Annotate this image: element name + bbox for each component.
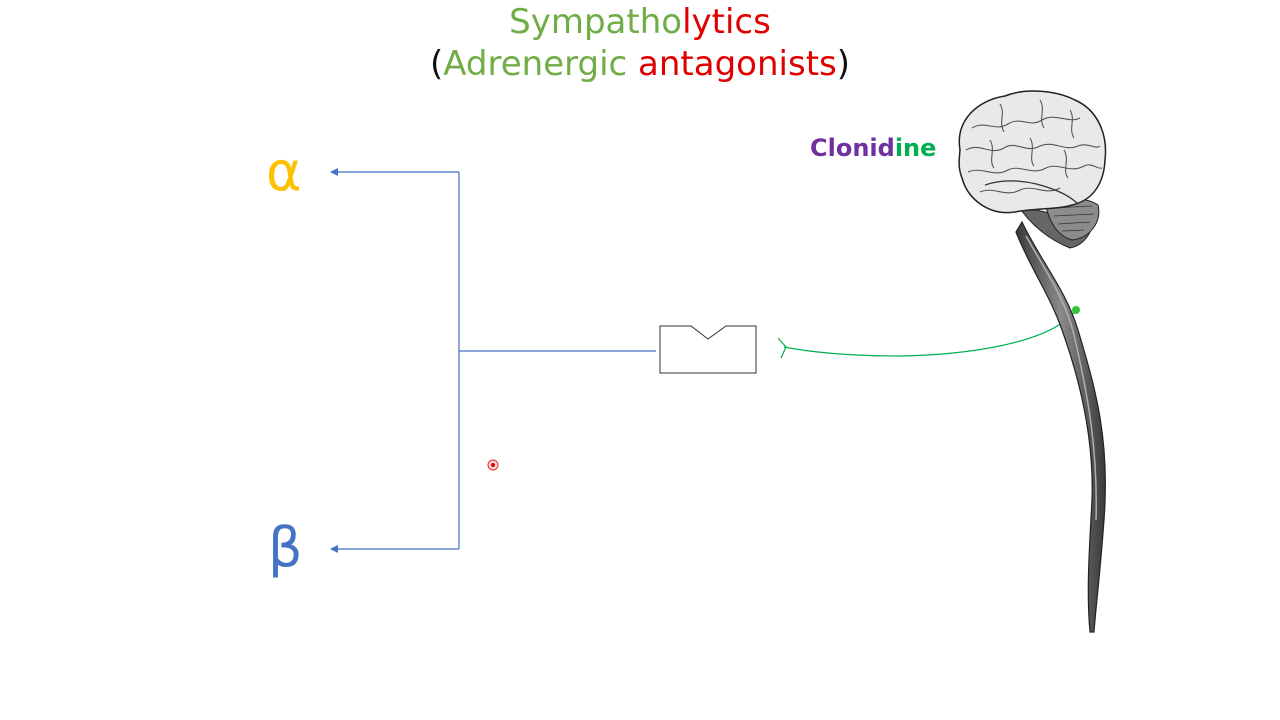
alpha-receptor-label: α (266, 140, 302, 203)
spinal-cord-icon (1015, 220, 1106, 633)
nerve-fiber-path (783, 309, 1077, 357)
title-antagonists: antagonists (638, 44, 837, 84)
nerve-fiber (777, 309, 1077, 359)
nerve-ending-upper (777, 337, 787, 348)
title-adrenergic: Adrenergic (443, 44, 628, 84)
title-lytics: lytics (682, 2, 771, 42)
drug-name-part1: Clonid (810, 134, 895, 162)
laser-pointer-icon (487, 459, 499, 471)
drug-name-part2: ine (894, 134, 937, 162)
slide-title-line-1: Sympatholytics (0, 2, 1280, 42)
temporal-lobe-fold (984, 180, 1079, 205)
clonidine-label: Clonidine (810, 133, 936, 163)
cerebrum-folds (965, 99, 1103, 194)
beta-receptor-label: β (268, 516, 303, 579)
receptor-box-icon (659, 325, 757, 374)
receptor-branch-lines (330, 168, 656, 553)
slide-title-line-2: (Adrenergic antagonists) (0, 44, 1280, 84)
title-open-paren: ( (430, 44, 444, 84)
ganglion-dot (1072, 306, 1080, 314)
title-close-paren: ) (836, 44, 850, 84)
cerebellum-folds (1051, 205, 1095, 232)
spinal-cord-highlight (1025, 235, 1097, 521)
brain-icon (958, 90, 1107, 249)
spinal-cord-body (1015, 220, 1106, 633)
nerve-ending-lower (780, 346, 787, 359)
title-sympatho: Sympatho (509, 2, 683, 42)
laser-pointer-core (491, 463, 495, 467)
